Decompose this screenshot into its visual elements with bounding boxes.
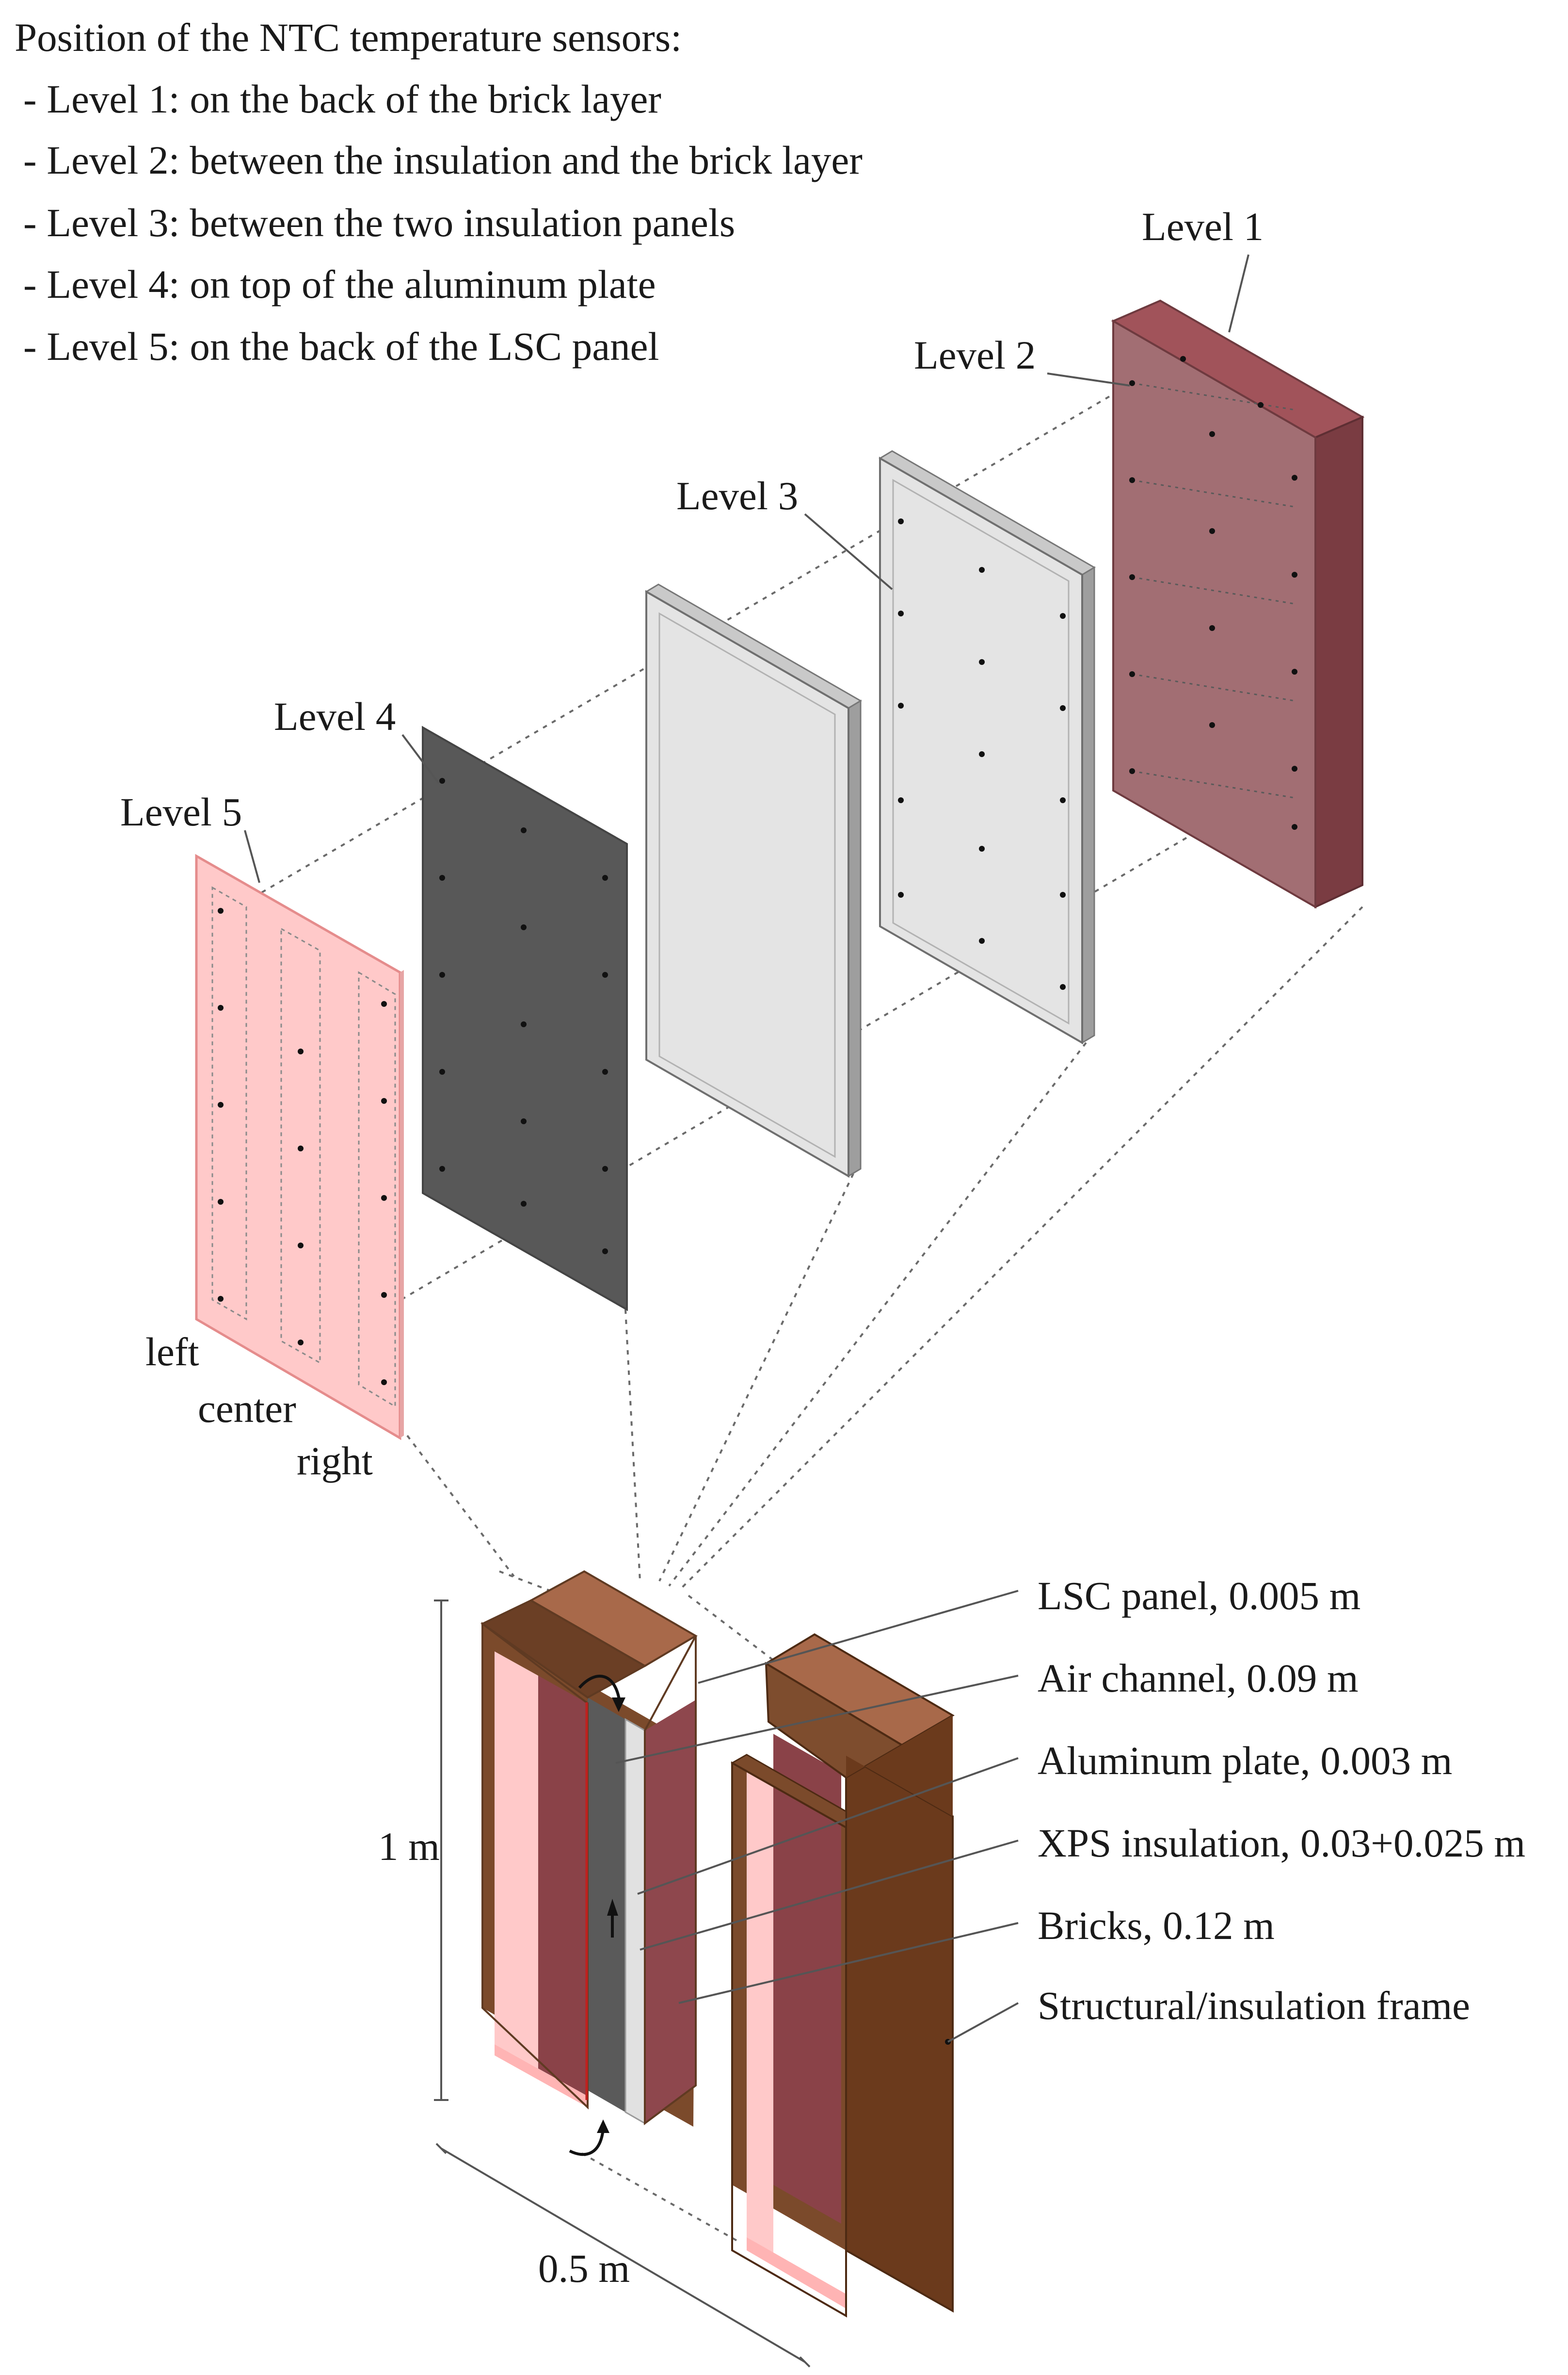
label-layer-aluminum: Aluminum plate, 0.003 m [1038,1738,1452,1783]
legend-item-2: - Level 2: between the insulation and th… [23,138,863,182]
label-level-4: Level 4 [274,694,396,739]
frame-module-right [730,1633,955,2318]
assembled-module-left [480,1570,698,2156]
brick-sensor-guides [1132,382,1295,799]
label-right: right [297,1438,373,1483]
legend-title: Position of the NTC temperature sensors: [15,15,682,60]
label-layer-lsc: LSC panel, 0.005 m [1038,1573,1360,1618]
label-level-5: Level 5 [120,790,242,834]
sensor-dots-level-1-2 [1129,356,1297,830]
panel-level-5-lsc [195,854,404,1440]
legend-item-5: - Level 5: on the back of the LSC panel [23,324,659,369]
panel-level-3-insulation [879,450,1096,1045]
leader-level-3 [804,513,893,590]
label-layer-air: Air channel, 0.09 m [1038,1656,1359,1700]
label-height: 1 m [378,1824,440,1869]
sensor-dots-level-4 [439,778,608,1254]
label-level-3: Level 3 [676,473,798,518]
label-center: center [198,1386,296,1431]
dimension-width [435,2143,811,2368]
label-left: left [145,1329,199,1374]
legend-item-1: - Level 1: on the back of the brick laye… [23,77,661,121]
leader-level-4 [401,734,440,784]
airflow-arrow-bottom-icon [569,2129,605,2156]
legend-item-4: - Level 4: on top of the aluminum plate [23,262,656,307]
label-level-1: Level 1 [1142,204,1264,249]
label-level-2: Level 2 [914,333,1036,377]
label-width: 0.5 m [538,2246,630,2291]
leader-level-2 [1047,372,1130,387]
airflow-arrow-top-icon [578,1675,621,1703]
sensor-dots-level-5 [218,908,387,1385]
layer-leaders [615,1590,1019,2043]
panel-level-1-2-bricks [1111,299,1365,909]
panel-level-4-aluminum [422,726,628,1311]
label-layer-bricks: Bricks, 0.12 m [1038,1903,1275,1948]
leader-level-5 [244,830,260,883]
legend-item-3: - Level 3: between the two insulation pa… [23,200,735,245]
label-layer-frame: Structural/insulation frame [1038,1983,1470,2028]
airflow-arrow-up-icon [607,1899,618,1916]
dimension-height [434,1599,448,2101]
sensor-dots-level-3 [898,518,1066,990]
leader-level-1 [1228,254,1249,333]
panel-insulation-front [645,583,862,1178]
label-layer-xps: XPS insulation, 0.03+0.025 m [1038,1821,1525,1865]
